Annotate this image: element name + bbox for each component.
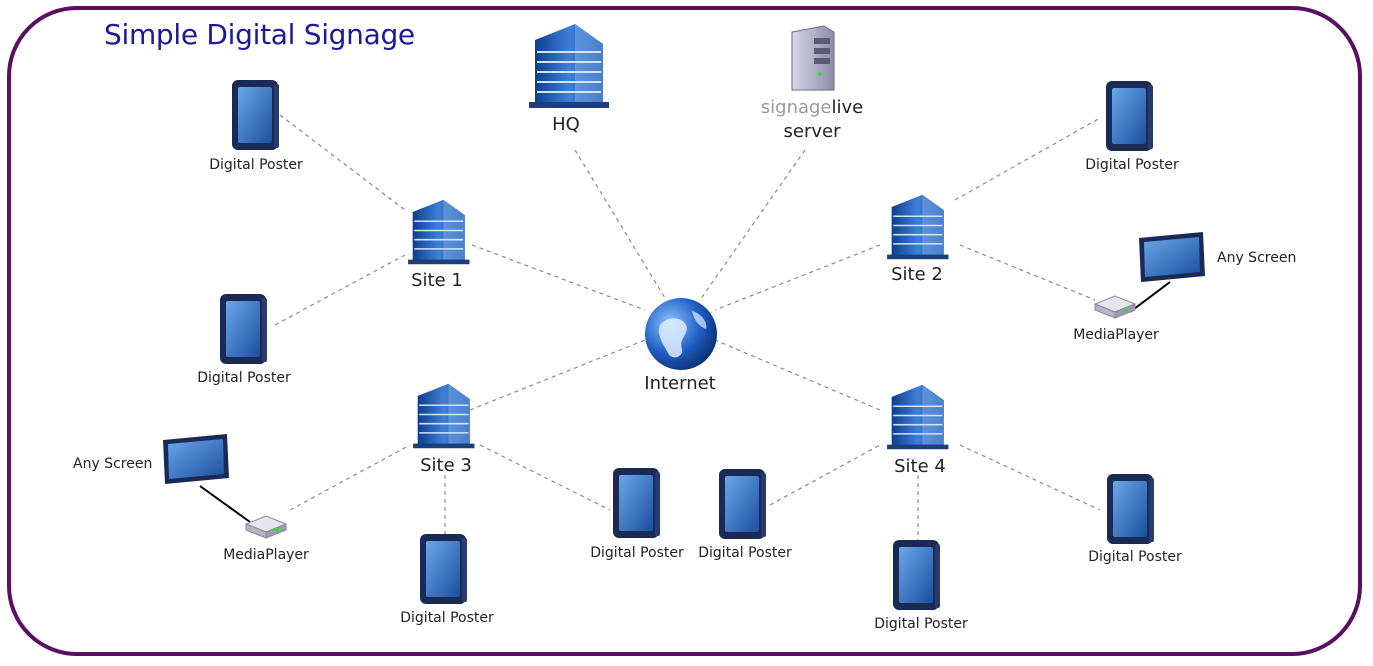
server-brand-part2: live — [831, 97, 864, 118]
digital-poster-label: Digital Poster — [400, 610, 494, 626]
site-2-label: Site 2 — [891, 264, 943, 285]
server-brand: signagelive — [761, 97, 863, 118]
digital-poster-icon — [232, 80, 279, 150]
site-4-building-icon — [887, 384, 949, 450]
internet-label: Internet — [644, 373, 716, 394]
server-label: server — [783, 121, 841, 142]
digital-poster-label: Digital Poster — [698, 545, 792, 561]
hq-label: HQ — [552, 114, 580, 135]
digital-poster-icon — [420, 534, 467, 604]
media-player-label: MediaPlayer — [223, 547, 309, 563]
diagram-title: Simple Digital Signage — [104, 18, 415, 51]
site-1-label: Site 1 — [411, 270, 463, 291]
site-1-building-icon — [408, 199, 470, 265]
internet-globe-icon — [645, 298, 717, 370]
digital-poster-icon — [893, 540, 940, 610]
digital-poster-icon — [719, 469, 766, 539]
any-screen-label: Any Screen — [73, 456, 153, 472]
media-player-label: MediaPlayer — [1073, 327, 1159, 343]
any-screen-icon — [1139, 232, 1205, 282]
media-player-icon — [244, 515, 288, 539]
site-3-building-icon — [413, 383, 475, 449]
site-2-building-icon — [887, 194, 949, 260]
site-3-label: Site 3 — [420, 455, 472, 476]
digital-poster-icon — [1107, 474, 1154, 544]
media-player-icon — [1093, 295, 1137, 319]
digital-poster-icon — [1106, 81, 1153, 151]
cable-links — [199, 281, 1171, 523]
digital-poster-label: Digital Poster — [874, 616, 968, 632]
any-screen-label: Any Screen — [1217, 250, 1297, 266]
digital-poster-icon — [613, 468, 660, 538]
dashed-links — [274, 114, 1101, 540]
site-4-label: Site 4 — [894, 456, 946, 477]
hq-building-icon — [529, 24, 609, 108]
digital-poster-label: Digital Poster — [1085, 157, 1179, 173]
digital-poster-label: Digital Poster — [1088, 549, 1182, 565]
any-screen-icon — [163, 434, 229, 484]
digital-poster-icon — [220, 294, 267, 364]
digital-poster-label: Digital Poster — [197, 370, 291, 386]
digital-poster-label: Digital Poster — [590, 545, 684, 561]
server-icon — [791, 25, 835, 91]
digital-poster-label: Digital Poster — [209, 157, 303, 173]
server-brand-part1: signage — [760, 97, 832, 118]
